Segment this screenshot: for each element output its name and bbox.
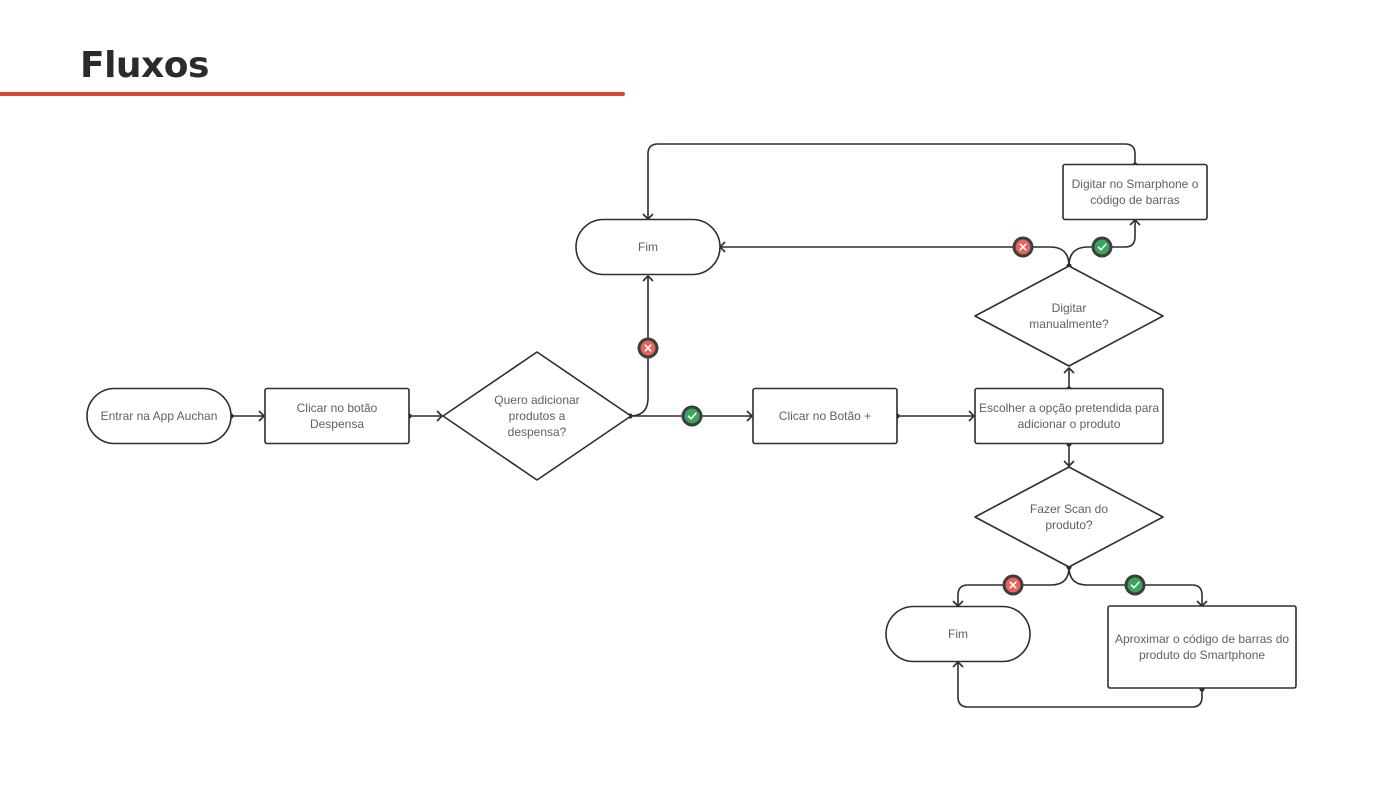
node-start: Entrar na App Auchan: [86, 387, 232, 445]
title-underline: [0, 92, 625, 96]
nodes: Entrar na App Auchan Clicar no botãoDespe…: [86, 163, 1297, 689]
decision-shape: [974, 265, 1164, 367]
check-icon: [1091, 236, 1113, 258]
cross-icon: [1002, 574, 1024, 596]
process-shape: [752, 387, 898, 445]
node-label: Escolher a opção pretendida para: [979, 401, 1159, 415]
node-label: Clicar no Botão +: [779, 409, 871, 423]
edge-decision-no-to-fim: [629, 276, 649, 417]
arrowhead: [1063, 460, 1075, 467]
process-shape: [1062, 163, 1208, 221]
node-end-bottom: Fim: [885, 605, 1031, 663]
node-label: Quero adicionar: [494, 393, 579, 407]
edge-aproximar-to-fim: [957, 662, 1203, 708]
node-label: Digitar: [1052, 301, 1087, 315]
check-icon: [1124, 574, 1146, 596]
arrowhead: [436, 410, 443, 422]
arrowhead: [968, 410, 975, 422]
node-label: Entrar na App Auchan: [101, 409, 218, 423]
node-digitar: Digitar no Smarphone o código de barras: [1062, 163, 1208, 221]
node-label: produtos a: [509, 409, 566, 423]
arrowhead: [258, 410, 265, 422]
arrowhead: [1063, 367, 1075, 374]
node-label: Aproximar o código de barras do: [1115, 632, 1289, 646]
node-label: despensa?: [508, 425, 567, 439]
cross-icon: [637, 337, 659, 359]
node-label: adicionar o produto: [1018, 417, 1121, 431]
node-decision-scan: Fazer Scan do produto?: [974, 466, 1164, 568]
node-label: Digitar no Smarphone o: [1072, 177, 1199, 191]
cross-icon: [1012, 236, 1034, 258]
node-label: manualmente?: [1029, 317, 1109, 331]
edge-scan-yes-to-aproximar: [1068, 566, 1203, 606]
process-shape: [1107, 605, 1297, 689]
node-botao-mais: Clicar no Botão +: [752, 387, 898, 445]
check-icon: [681, 405, 703, 427]
page-title: Fluxos: [80, 45, 209, 86]
node-label: Despensa: [310, 417, 364, 431]
badges: [637, 236, 1146, 596]
node-end-top: Fim: [575, 218, 721, 276]
decision-shape: [974, 466, 1164, 568]
node-escolher: Escolher a opção pretendida para adiciona…: [974, 387, 1164, 445]
process-shape: [974, 387, 1164, 445]
node-label: produto?: [1045, 518, 1093, 532]
node-decision-add: Quero adicionar produtos a despensa?: [442, 351, 632, 481]
node-label: Clicar no botão: [297, 401, 378, 415]
node-label: Fim: [948, 627, 968, 641]
node-aproximar: Aproximar o código de barras do produto d…: [1107, 605, 1297, 689]
decision-shape: [442, 351, 632, 481]
process-shape: [264, 387, 410, 445]
edge-manual-yes-to-digitar: [1068, 220, 1136, 267]
node-label: Fim: [638, 240, 658, 254]
node-label: produto do Smartphone: [1139, 648, 1265, 662]
node-decision-manual: Digitar manualmente?: [974, 265, 1164, 367]
terminal-shape: [885, 605, 1031, 663]
arrowhead: [642, 275, 654, 282]
arrowhead: [746, 410, 753, 422]
terminal-shape: [575, 218, 721, 276]
terminal-shape: [86, 387, 232, 445]
edge-digitar-to-fim: [647, 143, 1136, 219]
node-label: código de barras: [1090, 193, 1179, 207]
edge-scan-no-to-fim: [957, 566, 1070, 606]
node-label: Fazer Scan do: [1030, 502, 1108, 516]
